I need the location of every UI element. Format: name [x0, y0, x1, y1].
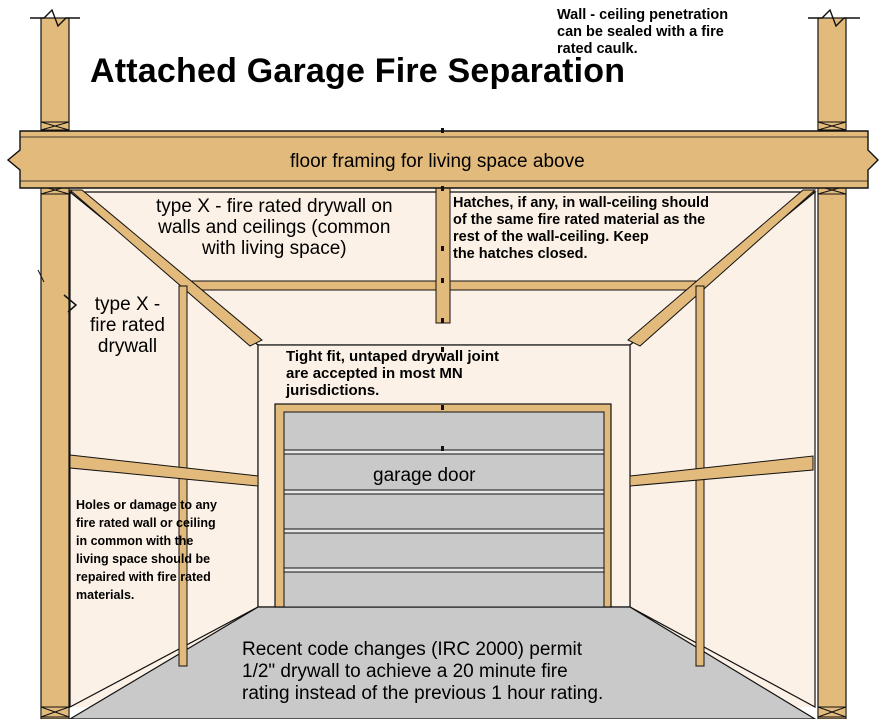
left-upper-post — [40, 17, 70, 131]
type-x-ceiling-label: type X - fire rated drywall on walls and… — [156, 196, 393, 259]
code-changes-note: Recent code changes (IRC 2000) permit 1/… — [242, 639, 604, 704]
pointer-arrow — [63, 294, 78, 313]
garage-door-label: garage door — [373, 465, 476, 486]
holes-damage-note: Holes or damage to any fire rated wall o… — [76, 498, 218, 602]
garage-door — [283, 411, 605, 608]
right-break-mark — [808, 8, 860, 28]
left-break-mark — [30, 8, 80, 28]
tight-fit-note: Tight fit, untaped drywall joint are acc… — [286, 348, 500, 399]
right-upper-post — [817, 17, 847, 131]
left-corner-post — [40, 189, 70, 719]
right-diagonal-brace — [627, 189, 817, 347]
center-dashes — [441, 128, 444, 451]
penetration-note: Wall - ceiling penetration can be sealed… — [557, 7, 729, 57]
right-wall-brace — [629, 455, 814, 487]
type-x-wall-label: type X - fire rated drywall — [90, 294, 165, 357]
floor-framing-label: floor framing for living space above — [290, 151, 585, 172]
left-diagonal-brace — [68, 189, 263, 347]
page-title: Attached Garage Fire Separation — [90, 52, 626, 90]
left-wall-brace — [69, 454, 259, 487]
center-joist — [435, 187, 451, 324]
right-corner-post — [817, 189, 847, 719]
hatches-note: Hatches, if any, in wall-ceiling should … — [453, 195, 709, 262]
top-plate-marks — [40, 121, 847, 718]
floor-framing-band — [6, 130, 879, 189]
